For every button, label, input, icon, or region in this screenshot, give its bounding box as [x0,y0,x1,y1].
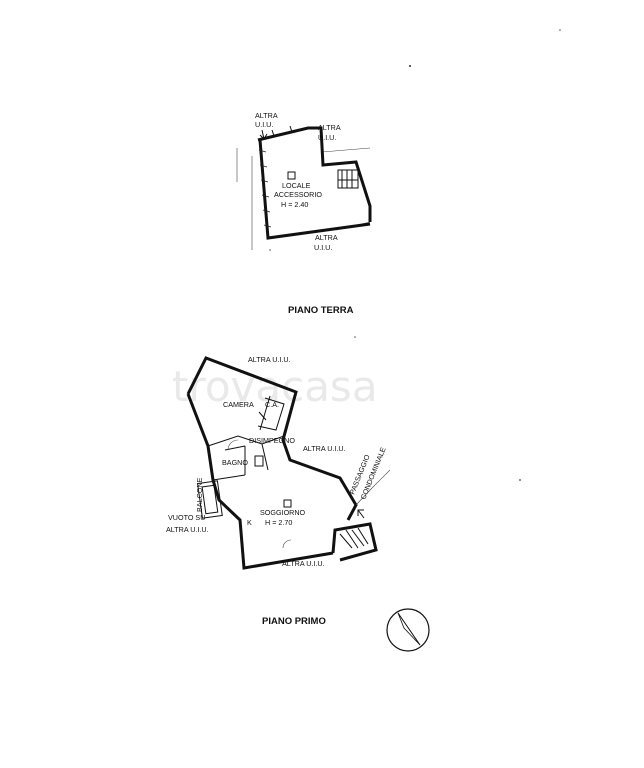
living-height: H = 2.70 [265,518,292,527]
ground-s-unit-label-2: U.I.U. [314,243,332,252]
first-e-unit-label: ALTRA U.I.U. [303,444,346,453]
stair-icon [331,522,378,562]
ground-nw-unit-label-1: ALTRA [255,111,278,120]
balcony-label: BALCONE [195,477,204,512]
bath-label: BAGNO [222,458,248,467]
ground-ne-unit-label-2: U.I.U. [318,133,336,142]
closet-label: C.A. [265,400,279,409]
void-label-2: ALTRA U.I.U. [166,525,209,534]
ground-floor-title: PIANO TERRA [288,305,354,316]
first-floor-plan: ALTRA U.I.U. CAMERA C.A. DISIMPEGNO ALTR… [166,355,391,570]
stair-icon [337,169,359,189]
ground-s-unit-label-1: ALTRA [315,233,338,242]
entrance-arrow-icon [357,509,365,519]
first-n-unit-label: ALTRA U.I.U. [248,355,291,364]
ground-floor-plan: ALTRA U.I.U. ALTRA U.I.U. LOCALE ACCESSO… [236,111,372,252]
watermark: trovacasa [172,362,378,411]
first-s-unit-label: ALTRA U.I.U. [282,559,325,568]
living-label: SOGGIORNO [260,508,306,517]
scan-specks [269,29,561,481]
bath-marker-icon [254,455,264,467]
access-arrow-icon [259,129,268,140]
first-floor-title: PIANO PRIMO [262,616,326,627]
ground-ne-unit-label-1: ALTRA [318,123,341,132]
ground-room-label-1: LOCALE [282,181,311,190]
camera-label: CAMERA [223,400,254,409]
void-label-1: VUOTO SU [168,513,205,522]
hall-label: DISIMPEGNO [249,436,295,445]
living-marker-icon [283,499,292,508]
north-arrow-icon [386,608,430,652]
ground-room-label-2: ACCESSORIO [274,190,322,199]
kitchen-label: K [247,518,252,527]
room-marker-icon [287,171,296,180]
ground-room-height: H = 2.40 [281,200,308,209]
ground-nw-unit-label-2: U.I.U. [255,120,273,129]
